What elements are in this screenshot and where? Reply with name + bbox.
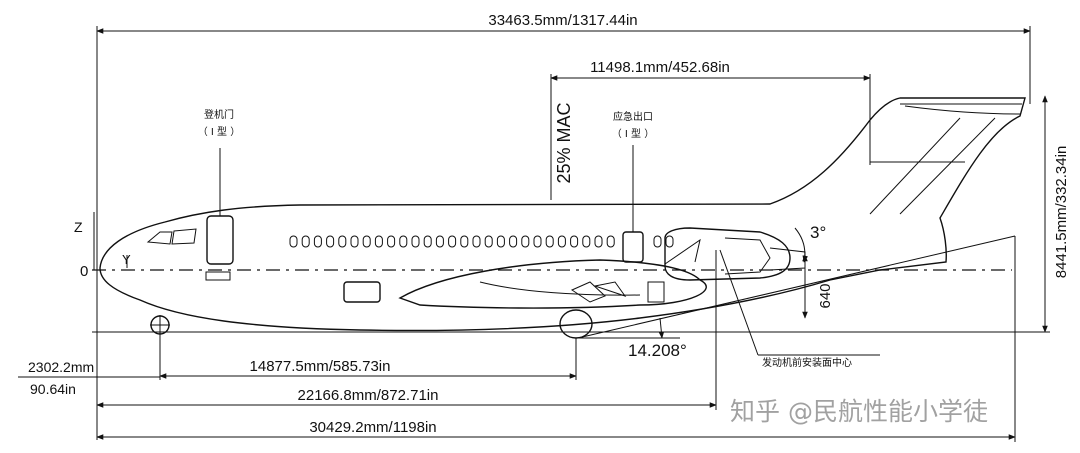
boarding-door-type: （ I 型 ） — [198, 125, 241, 138]
overall-height-text: 8441.5mm/332.34in — [1053, 146, 1070, 279]
tail-mac-text: 11498.1mm/452.68in — [590, 59, 730, 76]
passenger-window — [448, 235, 457, 248]
passenger-window — [435, 235, 444, 248]
engine-center-label: 发动机前安装面中心 — [762, 356, 852, 369]
z-axis-label: Z — [74, 219, 83, 235]
passenger-window — [387, 235, 396, 248]
passenger-windows — [289, 235, 674, 248]
passenger-window — [313, 235, 322, 248]
passenger-window — [362, 235, 371, 248]
tail-fin-structure — [869, 117, 996, 215]
emergency-exit-type: （ I 型 ） — [612, 127, 655, 140]
passenger-window — [472, 235, 481, 248]
boarding-door-step — [205, 271, 231, 281]
passenger-window — [545, 235, 554, 248]
passenger-window — [557, 235, 566, 248]
mac-label: 25% MAC — [554, 102, 574, 183]
nose-to-main-text: 22166.8mm/872.71in — [298, 387, 439, 404]
passenger-window — [326, 235, 335, 248]
passenger-window — [338, 235, 347, 248]
passenger-window — [423, 235, 432, 248]
nose-gear-in-text: 90.64in — [30, 381, 76, 397]
cockpit-windows — [146, 228, 197, 245]
passenger-window — [570, 235, 579, 248]
y-axis-label: Y — [122, 252, 131, 267]
passenger-window — [411, 235, 420, 248]
emergency-exit-label: 应急出口 — [613, 110, 653, 123]
emergency-exit-door — [622, 231, 644, 263]
passenger-window — [374, 235, 383, 248]
passenger-window — [399, 235, 408, 248]
nose-to-engine-text: 30429.2mm/1198in — [309, 419, 436, 436]
passenger-window — [582, 235, 591, 248]
passenger-window — [289, 235, 298, 248]
tail-strike-angle-text: 14.208° — [628, 341, 687, 360]
passenger-window — [665, 235, 674, 248]
passenger-window — [496, 235, 505, 248]
origin-label: 0 — [80, 263, 88, 280]
nose-gear-mm-text: 2302.2mm — [28, 359, 94, 375]
passenger-window — [653, 235, 662, 248]
engine-angle-text: 3° — [810, 223, 826, 242]
boarding-door-label: 登机门 — [204, 108, 234, 121]
passenger-window — [509, 235, 518, 248]
watermark: 知乎 @民航性能小学徒 — [730, 397, 988, 426]
engine-height-text: 640 — [817, 283, 834, 308]
passenger-window — [301, 235, 310, 248]
passenger-window — [484, 235, 493, 248]
passenger-window — [460, 235, 469, 248]
passenger-window — [606, 235, 615, 248]
tail-strike-line — [577, 235, 1016, 339]
fuselage — [99, 97, 1026, 332]
wing — [398, 259, 707, 309]
passenger-window — [521, 235, 530, 248]
boarding-door — [206, 215, 234, 265]
gear-to-gear-text: 14877.5mm/585.73in — [250, 358, 391, 375]
passenger-window — [350, 235, 359, 248]
cargo-door — [343, 281, 381, 303]
passenger-window — [594, 235, 603, 248]
overall-length-text: 33463.5mm/1317.44in — [488, 12, 637, 29]
passenger-window — [533, 235, 542, 248]
